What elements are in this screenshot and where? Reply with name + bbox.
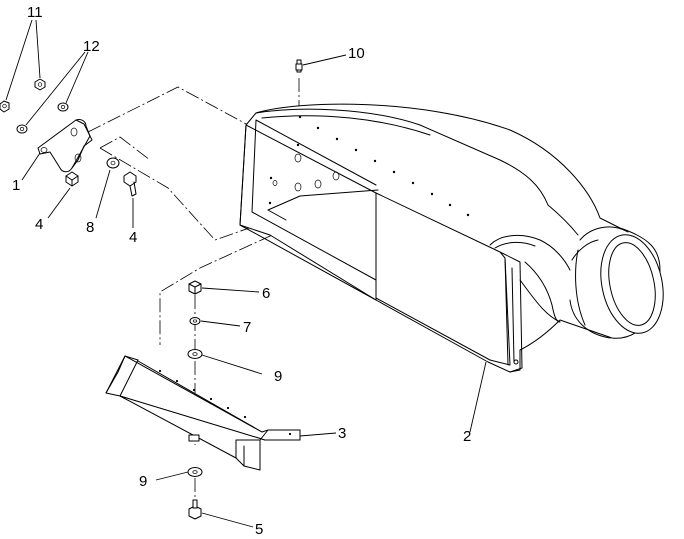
washer-12-left <box>16 124 28 134</box>
callout-9-upper: 9 <box>274 368 282 385</box>
air-duct-hood <box>239 103 664 373</box>
washer-8 <box>106 157 120 169</box>
callout-11: 11 <box>27 4 43 21</box>
callout-6: 6 <box>262 285 270 302</box>
nut-6 <box>188 280 202 295</box>
callout-labels: 11 12 1 4 8 4 10 6 7 9 3 2 9 5 <box>12 4 471 538</box>
mounting-plate <box>105 355 301 471</box>
bolt-5 <box>188 499 202 520</box>
callout-10: 10 <box>348 45 365 62</box>
washer-9-lower <box>187 467 203 477</box>
bolt-4-right <box>123 171 137 197</box>
washer-12-right <box>57 102 69 112</box>
callout-7: 7 <box>243 319 251 336</box>
callout-3: 3 <box>338 425 346 442</box>
callout-5: 5 <box>255 521 263 538</box>
plate-holes <box>158 369 292 436</box>
bolt-4-left <box>65 171 79 187</box>
callout-4-right: 4 <box>129 229 137 246</box>
callout-8: 8 <box>86 219 94 236</box>
callout-2: 2 <box>463 428 471 445</box>
lockwasher-7 <box>189 317 201 325</box>
hood-holes <box>268 115 470 217</box>
callout-12: 12 <box>83 38 100 55</box>
bracket <box>37 119 93 173</box>
nut-11-right <box>34 78 46 91</box>
callout-9-lower: 9 <box>139 473 147 490</box>
callout-4-left: 4 <box>35 216 43 233</box>
callout-1: 1 <box>12 177 20 194</box>
nut-11-left <box>0 100 10 113</box>
pin-10 <box>295 59 303 73</box>
leader-lines <box>5 19 487 528</box>
washer-9-upper <box>187 349 203 359</box>
